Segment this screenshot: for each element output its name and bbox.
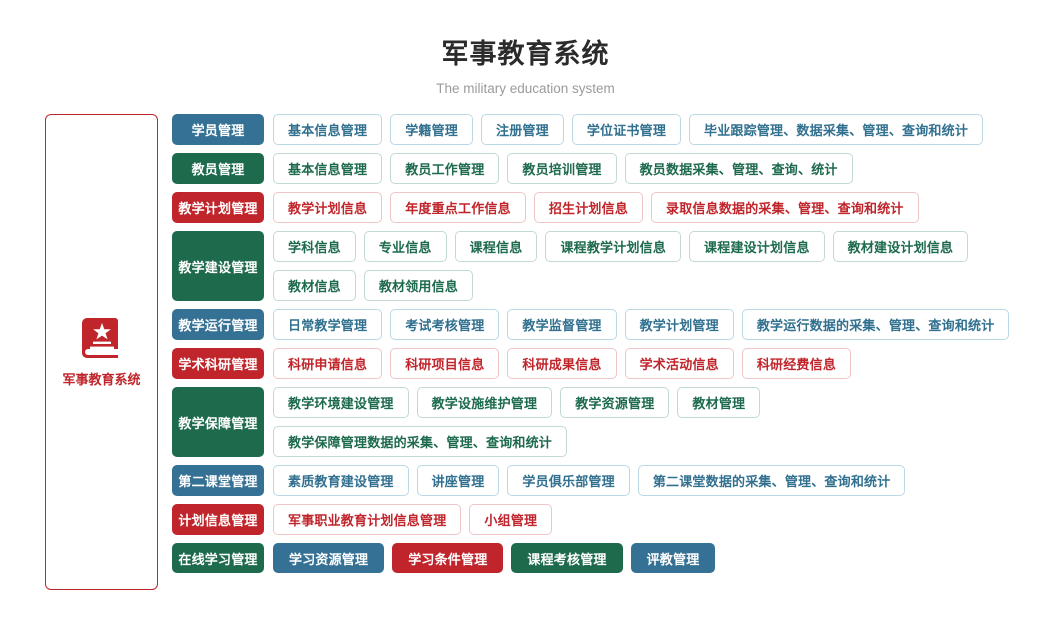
module-item[interactable]: 教学计划管理	[624, 309, 734, 341]
module-item[interactable]: 学籍管理	[390, 114, 474, 146]
module-row: 教员管理基本信息管理教员工作管理教员培训管理教员数据采集、管理、查询、统计	[172, 153, 1051, 185]
category-button[interactable]: 第二课堂管理	[172, 465, 264, 497]
module-item[interactable]: 教学保障管理数据的采集、管理、查询和统计	[273, 426, 568, 458]
module-item[interactable]: 考试考核管理	[390, 309, 500, 341]
category-button[interactable]: 教学保障管理	[172, 387, 264, 458]
module-item[interactable]: 注册管理	[481, 114, 564, 146]
module-item-list: 科研申请信息科研项目信息科研成果信息学术活动信息科研经费信息	[273, 348, 1051, 380]
module-row: 教学计划管理教学计划信息年度重点工作信息招生计划信息录取信息数据的采集、管理、查…	[172, 192, 1051, 224]
category-button[interactable]: 教员管理	[172, 153, 264, 185]
category-button[interactable]: 计划信息管理	[172, 504, 264, 536]
module-row: 教学保障管理教学环境建设管理教学设施维护管理教学资源管理教材管理教学保障管理数据…	[172, 387, 1051, 458]
module-item[interactable]: 讲座管理	[416, 465, 500, 497]
module-item-list: 军事职业教育计划信息管理小组管理	[273, 504, 1051, 536]
module-item-list: 基本信息管理教员工作管理教员培训管理教员数据采集、管理、查询、统计	[273, 153, 1051, 185]
book-star-icon	[81, 316, 122, 360]
module-row: 学员管理基本信息管理学籍管理注册管理学位证书管理毕业跟踪管理、数据采集、管理、查…	[172, 114, 1051, 146]
module-row: 计划信息管理军事职业教育计划信息管理小组管理	[172, 504, 1051, 536]
module-item[interactable]: 课程考核管理	[511, 543, 623, 574]
module-item[interactable]: 学位证书管理	[571, 114, 682, 146]
module-item[interactable]: 毕业跟踪管理、数据采集、管理、查询和统计	[689, 114, 984, 146]
module-item[interactable]: 学员俱乐部管理	[507, 465, 630, 497]
module-row: 学术科研管理科研申请信息科研项目信息科研成果信息学术活动信息科研经费信息	[172, 348, 1051, 380]
module-item[interactable]: 素质教育建设管理	[273, 465, 409, 497]
page-title: 军事教育系统	[441, 39, 610, 69]
module-item[interactable]: 科研经费信息	[741, 348, 852, 380]
module-item-list: 教学环境建设管理教学设施维护管理教学资源管理教材管理教学保障管理数据的采集、管理…	[273, 387, 1051, 458]
module-item[interactable]: 年度重点工作信息	[390, 192, 526, 224]
module-item[interactable]: 教材管理	[677, 387, 761, 419]
module-item[interactable]: 学科信息	[273, 231, 356, 263]
module-item[interactable]: 教员培训管理	[507, 153, 617, 185]
module-item[interactable]: 军事职业教育计划信息管理	[273, 504, 462, 536]
module-item[interactable]: 学习资源管理	[273, 543, 385, 574]
module-row: 教学建设管理学科信息专业信息课程信息课程教学计划信息课程建设计划信息教材建设计划…	[172, 231, 1051, 302]
module-item[interactable]: 教材建设计划信息	[832, 231, 969, 263]
module-item[interactable]: 学术活动信息	[624, 348, 734, 380]
module-item[interactable]: 专业信息	[363, 231, 447, 263]
module-item[interactable]: 教学环境建设管理	[273, 387, 409, 419]
category-button[interactable]: 教学建设管理	[172, 231, 264, 302]
module-item[interactable]: 课程信息	[454, 231, 538, 263]
module-item[interactable]: 招生计划信息	[533, 192, 644, 224]
module-item[interactable]: 第二课堂数据的采集、管理、查询和统计	[637, 465, 906, 497]
module-row: 教学运行管理日常教学管理考试考核管理教学监督管理教学计划管理教学运行数据的采集、…	[172, 309, 1051, 341]
system-panel[interactable]: 军事教育系统	[45, 114, 158, 591]
module-item[interactable]: 录取信息数据的采集、管理、查询和统计	[651, 192, 919, 224]
module-rows: 学员管理基本信息管理学籍管理注册管理学位证书管理毕业跟踪管理、数据采集、管理、查…	[172, 114, 1051, 574]
module-item[interactable]: 教材领用信息	[363, 270, 474, 302]
module-item-list: 基本信息管理学籍管理注册管理学位证书管理毕业跟踪管理、数据采集、管理、查询和统计	[273, 114, 1051, 146]
page-subtitle: The military education system	[436, 81, 615, 97]
module-item-list: 学习资源管理学习条件管理课程考核管理评教管理	[273, 543, 1051, 574]
system-panel-label: 军事教育系统	[62, 372, 141, 388]
module-row: 在线学习管理学习资源管理学习条件管理课程考核管理评教管理	[172, 543, 1051, 574]
module-item-list: 学科信息专业信息课程信息课程教学计划信息课程建设计划信息教材建设计划信息教材信息…	[273, 231, 1051, 302]
module-item[interactable]: 小组管理	[469, 504, 553, 536]
category-button[interactable]: 教学运行管理	[172, 309, 264, 341]
module-item[interactable]: 教员工作管理	[390, 153, 500, 185]
module-item[interactable]: 教员数据采集、管理、查询、统计	[624, 153, 853, 185]
module-item[interactable]: 日常教学管理	[273, 309, 383, 341]
page-header: 军事教育系统 The military education system	[0, 0, 1051, 96]
module-item[interactable]: 教材信息	[273, 270, 356, 302]
module-item[interactable]: 教学运行数据的采集、管理、查询和统计	[741, 309, 1010, 341]
module-row: 第二课堂管理素质教育建设管理讲座管理学员俱乐部管理第二课堂数据的采集、管理、查询…	[172, 465, 1051, 497]
module-item[interactable]: 评教管理	[630, 543, 716, 574]
module-item[interactable]: 教学资源管理	[560, 387, 670, 419]
module-item[interactable]: 教学计划信息	[273, 192, 383, 224]
module-item[interactable]: 基本信息管理	[273, 153, 383, 185]
module-item[interactable]: 课程建设计划信息	[689, 231, 825, 263]
category-button[interactable]: 学术科研管理	[172, 348, 264, 380]
module-item-list: 素质教育建设管理讲座管理学员俱乐部管理第二课堂数据的采集、管理、查询和统计	[273, 465, 1051, 497]
module-item[interactable]: 学习条件管理	[392, 543, 504, 574]
module-item[interactable]: 教学监督管理	[507, 309, 617, 341]
category-button[interactable]: 教学计划管理	[172, 192, 264, 224]
module-item[interactable]: 科研项目信息	[390, 348, 500, 380]
module-item[interactable]: 科研成果信息	[507, 348, 617, 380]
module-item-list: 教学计划信息年度重点工作信息招生计划信息录取信息数据的采集、管理、查询和统计	[273, 192, 1051, 224]
module-item-list: 日常教学管理考试考核管理教学监督管理教学计划管理教学运行数据的采集、管理、查询和…	[273, 309, 1051, 341]
category-button[interactable]: 在线学习管理	[172, 543, 264, 574]
category-button[interactable]: 学员管理	[172, 114, 264, 146]
module-item[interactable]: 科研申请信息	[273, 348, 383, 380]
module-item[interactable]: 课程教学计划信息	[545, 231, 682, 263]
page-content: 军事教育系统 学员管理基本信息管理学籍管理注册管理学位证书管理毕业跟踪管理、数据…	[0, 96, 1051, 591]
module-item[interactable]: 基本信息管理	[273, 114, 383, 146]
module-item[interactable]: 教学设施维护管理	[416, 387, 553, 419]
